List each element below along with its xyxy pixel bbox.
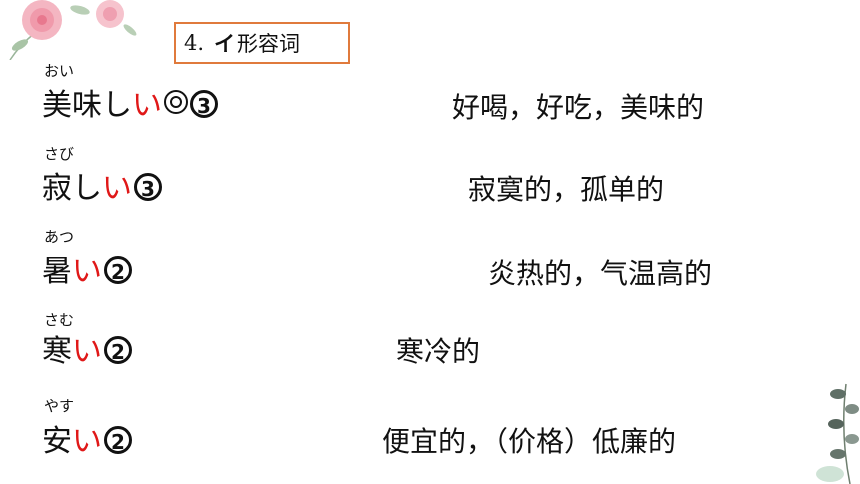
word-ending: い: [102, 171, 132, 206]
leaf-decoration-icon: [816, 383, 859, 484]
furigana-reading: やす: [44, 397, 75, 415]
flower-decoration-icon: [9, 0, 137, 60]
accent-mark: 3: [134, 173, 162, 201]
accent-mark: 3: [190, 90, 218, 118]
accent-mark: 2: [104, 426, 132, 454]
section-heading: 4. イ 形容词: [174, 22, 350, 64]
word-ending: い: [72, 254, 102, 289]
word-stem: 寂し: [42, 171, 102, 206]
word-ending: い: [72, 424, 102, 459]
word-ending: い: [72, 334, 102, 369]
vocab-meaning: 好喝，好吃，美味的: [452, 91, 705, 124]
word-ending: い: [132, 88, 162, 123]
vocab-meaning: 炎热的，气温高的: [488, 257, 713, 290]
word-stem: 暑: [42, 254, 72, 289]
vocab-meaning: 寂寞的，孤单的: [468, 173, 665, 206]
word-stem: 安: [42, 424, 72, 459]
word-stem: 寒: [42, 334, 72, 369]
furigana-reading: あつ: [44, 228, 75, 246]
accent-mark: 2: [104, 256, 132, 284]
accent-mark: 2: [104, 336, 132, 364]
furigana-reading: おい: [44, 62, 75, 80]
section-katakana: イ: [214, 32, 236, 56]
word-stem: 美味し: [42, 88, 132, 123]
section-number: 4.: [184, 31, 205, 55]
section-title: 形容词: [237, 32, 301, 56]
double-circle-icon: [164, 90, 188, 114]
vocab-meaning: 寒冷的: [396, 335, 481, 368]
furigana-reading: さび: [44, 145, 75, 163]
furigana-reading: さむ: [44, 311, 75, 329]
vocab-meaning: 便宜的，（价格）低廉的: [382, 425, 677, 458]
